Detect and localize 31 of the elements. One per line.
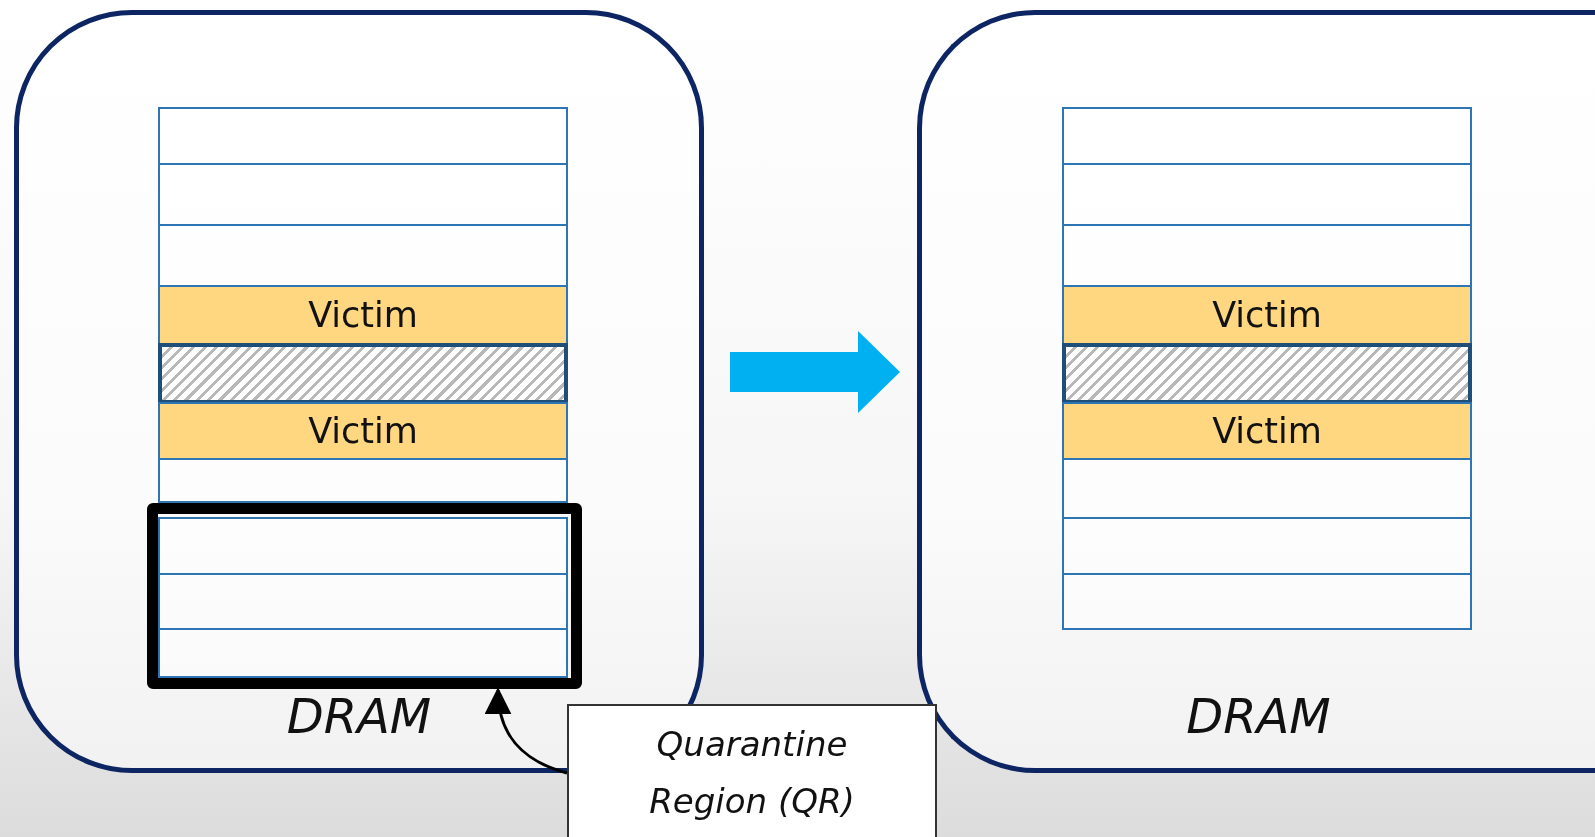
memory-row [1062, 107, 1472, 165]
victim-row [1062, 402, 1472, 460]
memory-row [1062, 517, 1472, 575]
row-label: Victim [308, 411, 418, 451]
memory-row [158, 517, 568, 575]
memory-row [1062, 573, 1472, 630]
callout-text: Quarantine Region (QR) [648, 723, 856, 823]
callout-box [567, 704, 937, 837]
memory-row [158, 458, 568, 503]
victim-row [158, 285, 568, 345]
hatched-aggressor-row [1062, 343, 1472, 404]
victim-row [1062, 285, 1472, 345]
memory-row [158, 628, 568, 678]
dram-label: DRAM [1185, 688, 1332, 744]
memory-row [158, 107, 568, 165]
memory-row [1062, 163, 1472, 226]
transition-arrow [730, 331, 900, 413]
memory-row [158, 163, 568, 226]
memory-row [158, 573, 568, 630]
dram-panel [917, 10, 1595, 773]
quarantine-region-frame [147, 503, 582, 689]
leader-arrow [485, 687, 568, 775]
memory-row [1062, 458, 1472, 519]
row-label: Victim [1212, 295, 1322, 335]
hatched-aggressor-row [158, 343, 568, 404]
memory-row [158, 224, 568, 287]
row-label: Victim [1212, 411, 1322, 451]
memory-row [1062, 224, 1472, 287]
dram-label: DRAM [285, 688, 433, 744]
victim-row [158, 402, 568, 460]
row-label: Victim [308, 295, 418, 335]
